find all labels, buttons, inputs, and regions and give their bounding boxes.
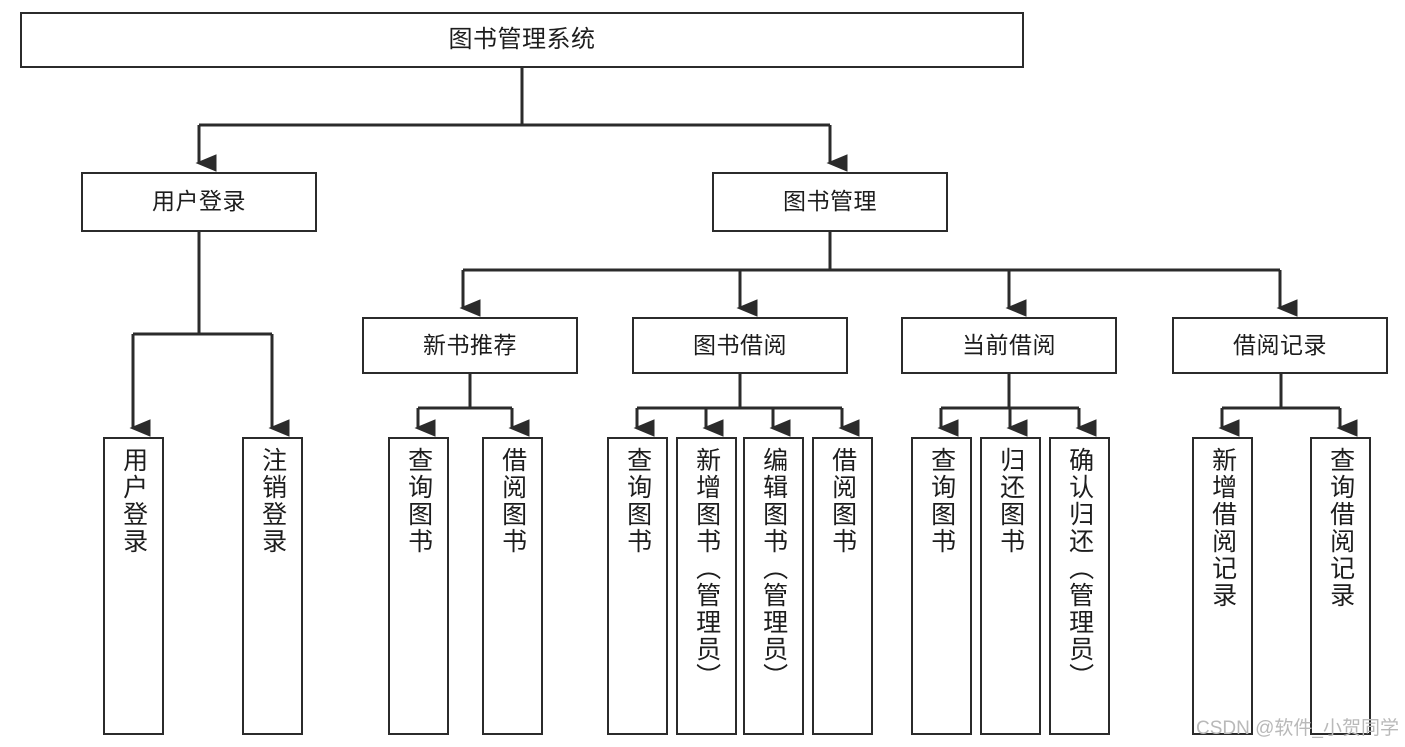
leaf-user-login-logout[interactable]: 注销登录	[242, 437, 303, 735]
leaf-book-borrow-add-book-admin[interactable]: 新增图书（管理员）	[676, 437, 737, 735]
node-book-borrow[interactable]: 图书借阅	[632, 317, 848, 374]
node-label: 确认归还（管理员）	[1065, 447, 1094, 690]
node-root-book-management-system[interactable]: 图书管理系统	[20, 12, 1024, 68]
leaf-borrow-record-add-record[interactable]: 新增借阅记录	[1192, 437, 1253, 735]
node-borrow-record[interactable]: 借阅记录	[1172, 317, 1388, 374]
node-label: 查询图书	[927, 447, 956, 555]
leaf-book-borrow-borrow-book[interactable]: 借阅图书	[812, 437, 873, 735]
node-label: 新书推荐	[423, 331, 517, 358]
node-label: 用户登录	[152, 188, 246, 215]
leaf-user-login-login[interactable]: 用户登录	[103, 437, 164, 735]
node-label: 借阅图书	[828, 447, 857, 555]
node-label: 图书借阅	[693, 331, 787, 358]
node-label: 图书管理	[783, 188, 877, 215]
node-new-book-recommend[interactable]: 新书推荐	[362, 317, 578, 374]
leaf-book-borrow-query-book[interactable]: 查询图书	[607, 437, 668, 735]
node-label: 编辑图书（管理员）	[759, 447, 788, 690]
node-current-borrow[interactable]: 当前借阅	[901, 317, 1117, 374]
leaf-current-borrow-confirm-return-admin[interactable]: 确认归还（管理员）	[1049, 437, 1110, 735]
node-label: 查询图书	[404, 447, 433, 555]
leaf-borrow-record-query-record[interactable]: 查询借阅记录	[1310, 437, 1371, 735]
leaf-current-borrow-return-book[interactable]: 归还图书	[980, 437, 1041, 735]
node-label: 当前借阅	[962, 331, 1056, 358]
node-label: 借阅图书	[498, 447, 527, 555]
node-label: 用户登录	[119, 447, 148, 555]
leaf-new-book-query-book[interactable]: 查询图书	[388, 437, 449, 735]
node-label: 归还图书	[996, 447, 1025, 555]
leaf-new-book-borrow-book[interactable]: 借阅图书	[482, 437, 543, 735]
csdn-watermark: CSDN @软件_小贺同学	[1196, 718, 1399, 739]
node-label: 查询图书	[623, 447, 652, 555]
node-label: 新增图书（管理员）	[692, 447, 721, 690]
node-label: 注销登录	[258, 447, 287, 555]
node-label: 借阅记录	[1233, 331, 1327, 358]
leaf-current-borrow-query-book[interactable]: 查询图书	[911, 437, 972, 735]
node-user-login[interactable]: 用户登录	[81, 172, 317, 232]
node-label: 图书管理系统	[448, 25, 596, 53]
node-book-management[interactable]: 图书管理	[712, 172, 948, 232]
node-label: 查询借阅记录	[1326, 447, 1355, 609]
node-label: 新增借阅记录	[1208, 447, 1237, 609]
leaf-book-borrow-edit-book-admin[interactable]: 编辑图书（管理员）	[743, 437, 804, 735]
